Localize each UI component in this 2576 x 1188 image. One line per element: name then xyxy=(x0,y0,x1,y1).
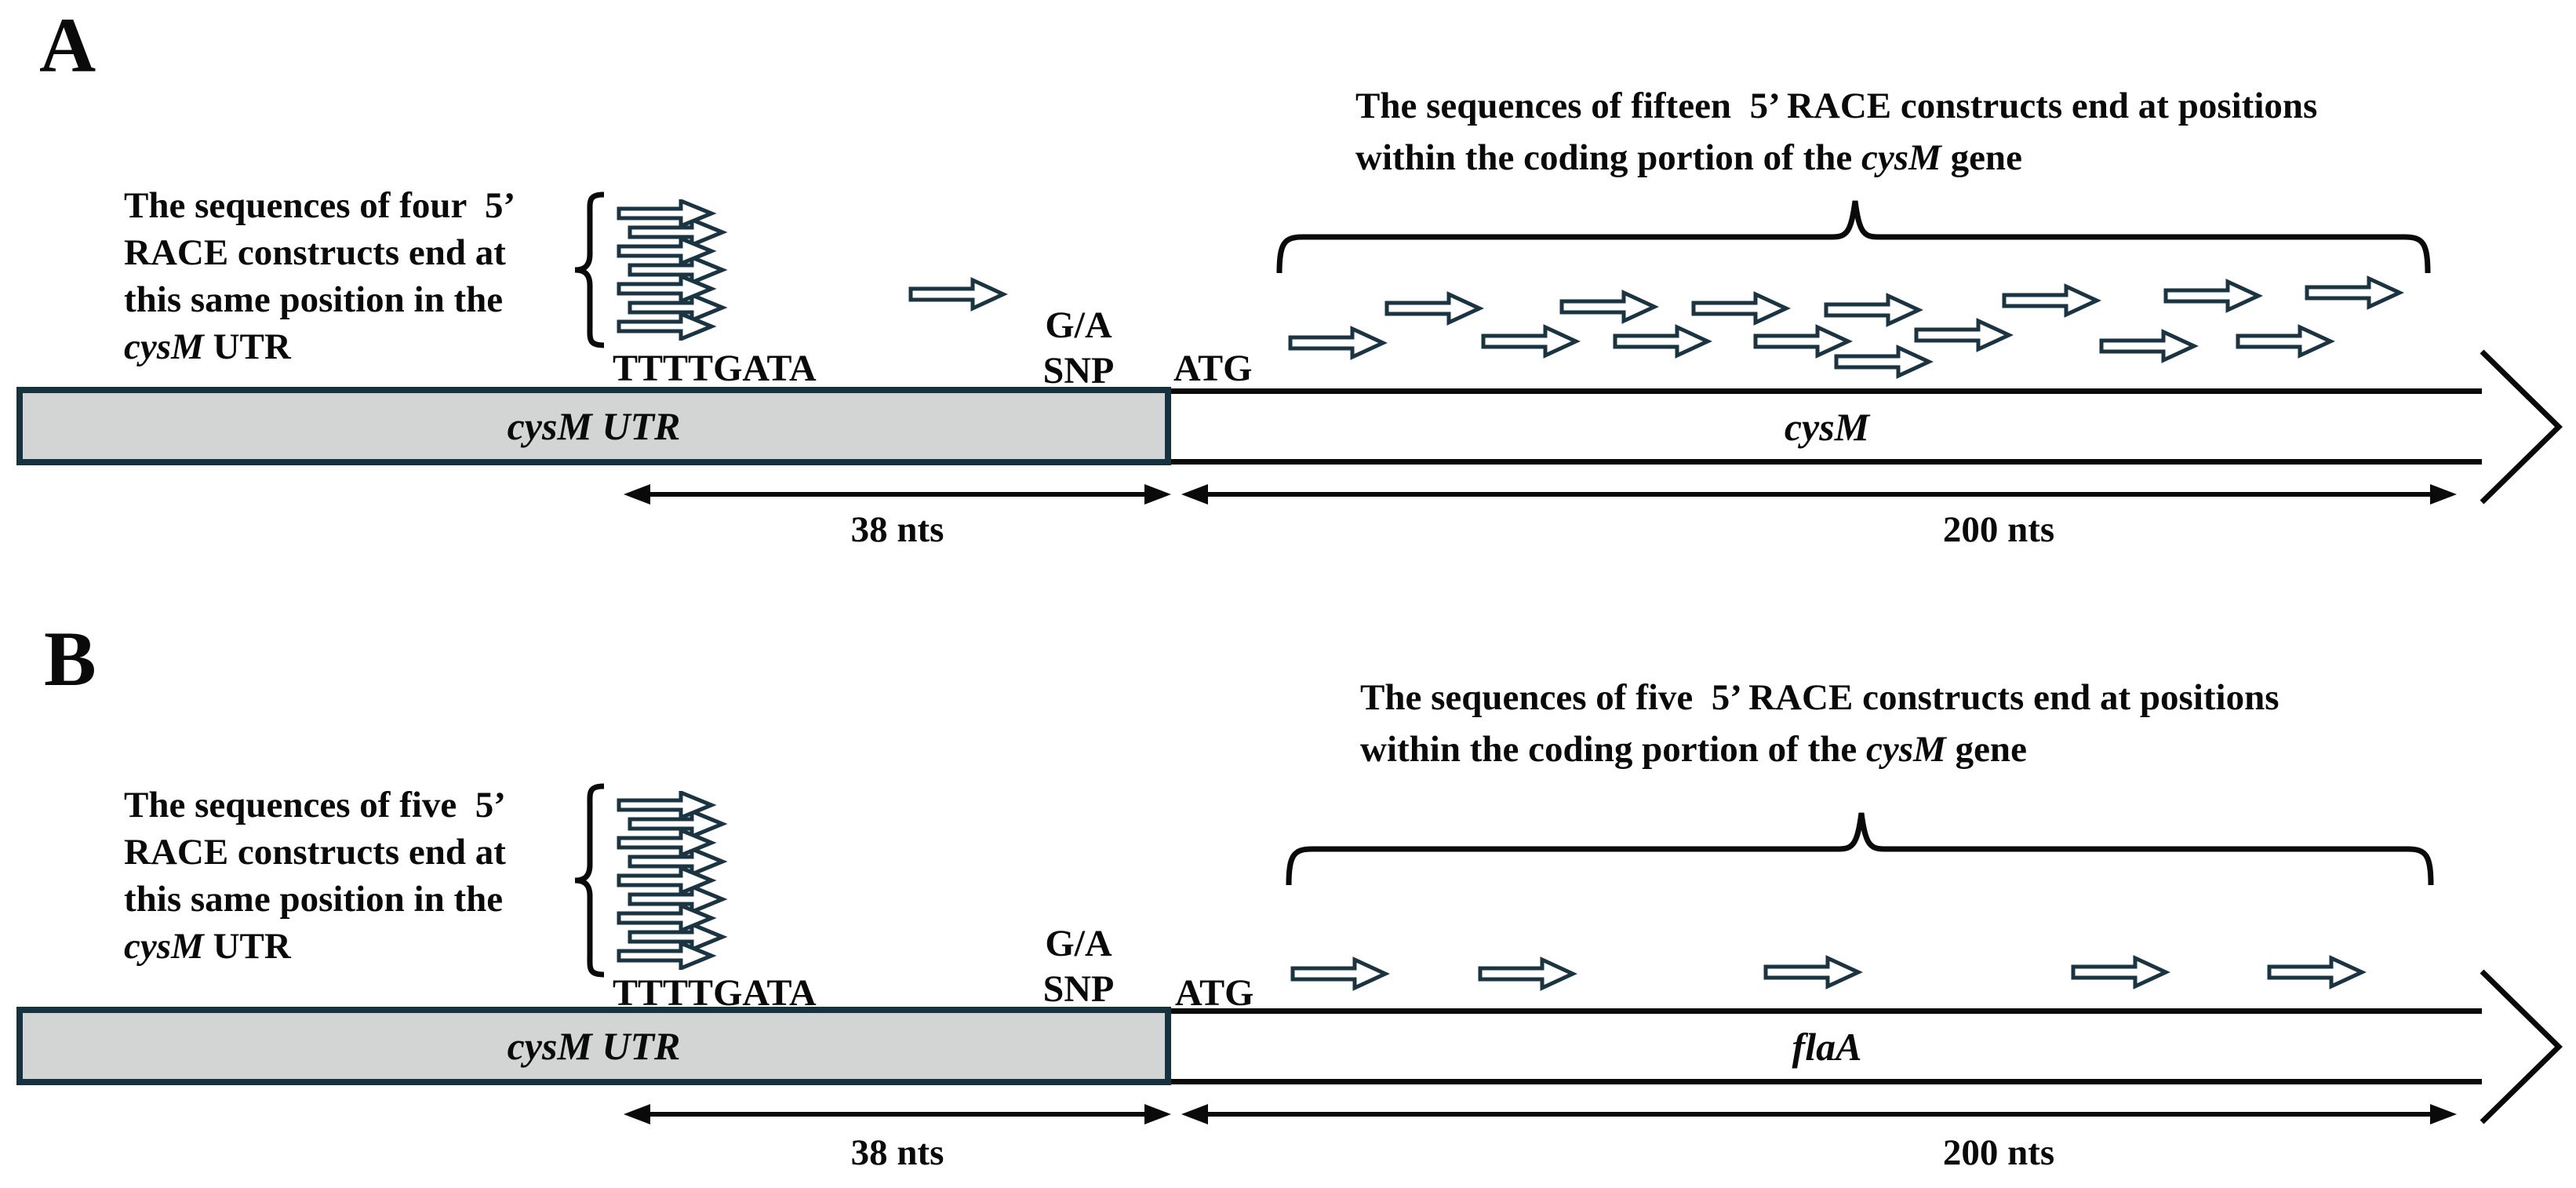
panel-b-gene-length-label: 200 nts xyxy=(1942,1132,2055,1173)
panel-a-gene-length-arrow xyxy=(1181,484,2457,505)
panel-a-utr-sequence-label: TTTTGATA xyxy=(613,348,817,389)
panel-a-start-codon-label: ATG xyxy=(1173,348,1253,389)
panel-a-utr-length-label: 38 nts xyxy=(850,509,944,550)
race-construct-arrow xyxy=(1691,291,1791,326)
race-construct-arrow xyxy=(1559,290,1659,324)
panel-b-snp-label: G/A SNP xyxy=(1020,921,1137,1012)
race-construct-arrow xyxy=(908,277,1008,312)
panel-b-start-codon-label: ATG xyxy=(1175,972,1254,1014)
race-construct-arrow xyxy=(1824,293,1923,327)
stacked-race-arrows xyxy=(617,789,728,971)
race-construct-arrow xyxy=(1384,291,1484,326)
panel-b-top-brace xyxy=(1286,812,2434,886)
race-construct-arrow xyxy=(1834,344,1934,379)
panel-a-top-brace xyxy=(1276,200,2431,274)
race-construct-arrow xyxy=(1763,955,1863,989)
race-construct-arrow xyxy=(2099,329,2199,363)
race-construct-arrow xyxy=(2305,275,2404,310)
panel-a-left-annotation: The sequences of four 5’RACE constructs … xyxy=(124,185,516,367)
panel-b-gene-bar-label: flaA xyxy=(1792,1024,1862,1069)
panel-b-left-curly-brace xyxy=(574,783,605,978)
race-construct-arrow xyxy=(2163,279,2263,313)
panel-a-gene-bar-label: cysM xyxy=(1784,404,1870,449)
panel-b-snp-line1: G/A xyxy=(1045,923,1112,964)
race-construct-arrow xyxy=(1914,318,2014,352)
race-construct-arrow xyxy=(1481,324,1581,359)
panel-a-gene-bar: cysM xyxy=(1171,388,2483,465)
panel-a-utr-bar-label: cysM UTR xyxy=(507,404,681,448)
panel-a-gene-length-label: 200 nts xyxy=(1942,509,2055,550)
race-construct-arrow xyxy=(1290,957,1390,991)
panel-a-snp-line1: G/A xyxy=(1045,304,1112,346)
race-construct-arrow xyxy=(2236,324,2335,359)
panel-b-utr-length-label: 38 nts xyxy=(850,1132,944,1173)
panel-b-gene-bar: flaA xyxy=(1171,1008,2483,1084)
panel-b-left-annotation: The sequences of five 5’RACE constructs … xyxy=(124,785,506,967)
race-construct-arrow xyxy=(1288,326,1388,360)
panel-a-label: A xyxy=(39,2,96,89)
panel-b-utr-length-arrow xyxy=(624,1104,1171,1124)
panel-a-gene-arrowhead xyxy=(2480,349,2563,505)
panel-a-left-curly-brace xyxy=(574,191,605,348)
panel-b-gene-length-arrow xyxy=(1181,1104,2457,1124)
panel-b-snp-line2: SNP xyxy=(1042,968,1115,1010)
panel-a-snp-line2: SNP xyxy=(1042,350,1115,392)
panel-a-utr-stacked-arrows xyxy=(617,198,728,344)
race-construct-arrow xyxy=(2002,283,2101,318)
panel-a-snp-label: G/A SNP xyxy=(1020,303,1137,394)
panel-a-right-annotation: The sequences of fifteen 5’ RACE constru… xyxy=(1355,86,2318,178)
stacked-race-arrows xyxy=(617,198,728,342)
race-construct-arrow xyxy=(2071,955,2170,989)
panel-b-right-annotation: The sequences of five 5’ RACE constructs… xyxy=(1360,677,2279,770)
race-construct-arrow xyxy=(1613,324,1712,359)
panel-b-gene-arrowhead xyxy=(2480,969,2563,1124)
race-construct-arrow xyxy=(1478,957,1577,991)
panel-a-utr-bar: cysM UTR xyxy=(16,387,1171,465)
panel-b-utr-stacked-arrows xyxy=(617,789,728,974)
race-construct-arrow xyxy=(1753,324,1853,359)
panel-b-utr-bar: cysM UTR xyxy=(16,1007,1171,1085)
panel-b-label: B xyxy=(44,615,96,702)
race-construct-arrow xyxy=(2267,955,2367,989)
panel-a-utr-length-arrow xyxy=(624,484,1171,505)
panel-b-utr-bar-label: cysM UTR xyxy=(507,1024,681,1068)
